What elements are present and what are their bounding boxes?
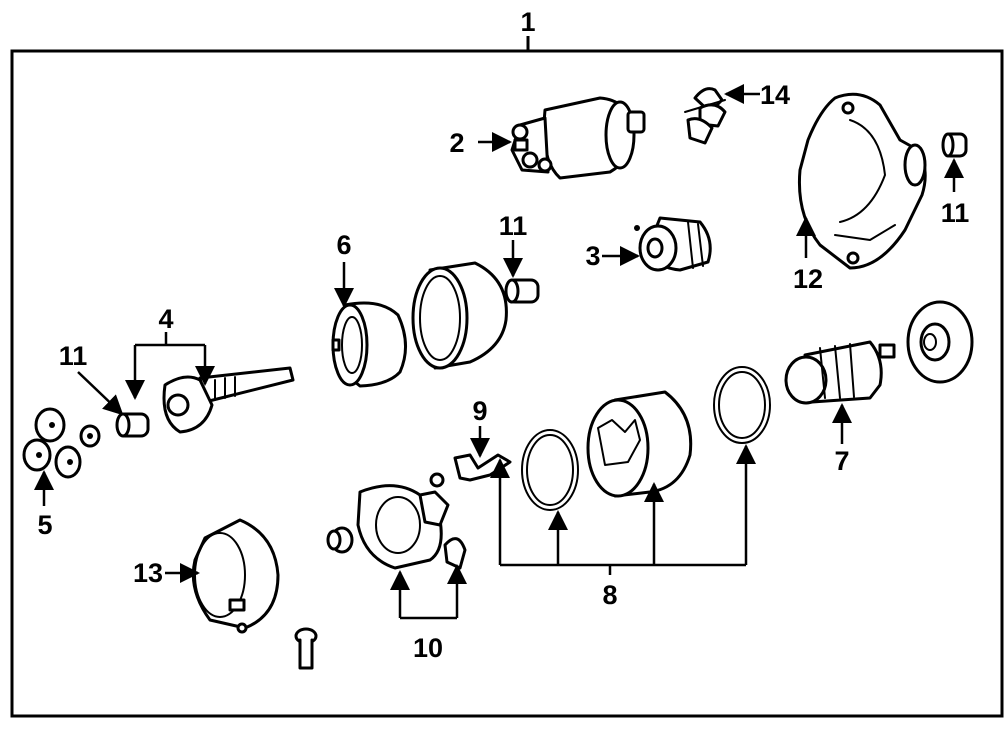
leader-11-left: [77, 371, 124, 416]
part-7-armature[interactable]: [784, 340, 896, 405]
part-9-spring[interactable]: [453, 453, 512, 482]
callout-11-right: 11: [941, 198, 970, 228]
callout-1: 1: [520, 7, 535, 37]
part-11-bushing-left[interactable]: [115, 412, 150, 438]
part-8-o-ring-left[interactable]: [521, 429, 579, 511]
part-10-brush-plate[interactable]: [356, 472, 450, 570]
washer[interactable]: [79, 424, 101, 448]
part-12-housing[interactable]: [797, 92, 927, 270]
end-cover-disc[interactable]: [906, 300, 974, 384]
callout-6: 6: [336, 230, 351, 260]
callout-9: 9: [472, 396, 487, 426]
bolt[interactable]: [294, 627, 318, 670]
brush-plate-screw[interactable]: [326, 526, 354, 554]
callout-12: 12: [793, 264, 823, 294]
yoke-cylinder[interactable]: [411, 261, 508, 370]
callout-13: 13: [133, 558, 163, 588]
part-4-shaft[interactable]: [162, 366, 295, 434]
callout-4: 4: [158, 304, 173, 334]
part-3-gear[interactable]: [634, 216, 712, 272]
part-11-bushing-right[interactable]: [941, 132, 968, 158]
part-2-solenoid[interactable]: [510, 96, 646, 180]
callout-5: 5: [37, 510, 52, 540]
part-8-o-ring-right[interactable]: [713, 366, 771, 444]
callout-10: 10: [413, 633, 443, 663]
part-8-brush-holder[interactable]: [586, 390, 693, 498]
part-14-clip[interactable]: [684, 87, 727, 145]
brush-spring[interactable]: [443, 537, 467, 570]
callout-11-left: 11: [59, 341, 88, 371]
diagram-frame: [10, 49, 1004, 718]
callout-8: 8: [602, 580, 617, 610]
callout-11-middle: 11: [499, 211, 528, 241]
part-13-end-frame[interactable]: [191, 518, 280, 634]
callout-3: 3: [585, 241, 600, 271]
callout-7: 7: [834, 446, 849, 476]
callout-2: 2: [449, 128, 464, 158]
callout-14: 14: [760, 80, 790, 110]
part-6-field-ring[interactable]: [331, 301, 407, 388]
part-11-bushing-middle[interactable]: [504, 278, 540, 304]
part-5-planet-gears[interactable]: [22, 407, 82, 479]
